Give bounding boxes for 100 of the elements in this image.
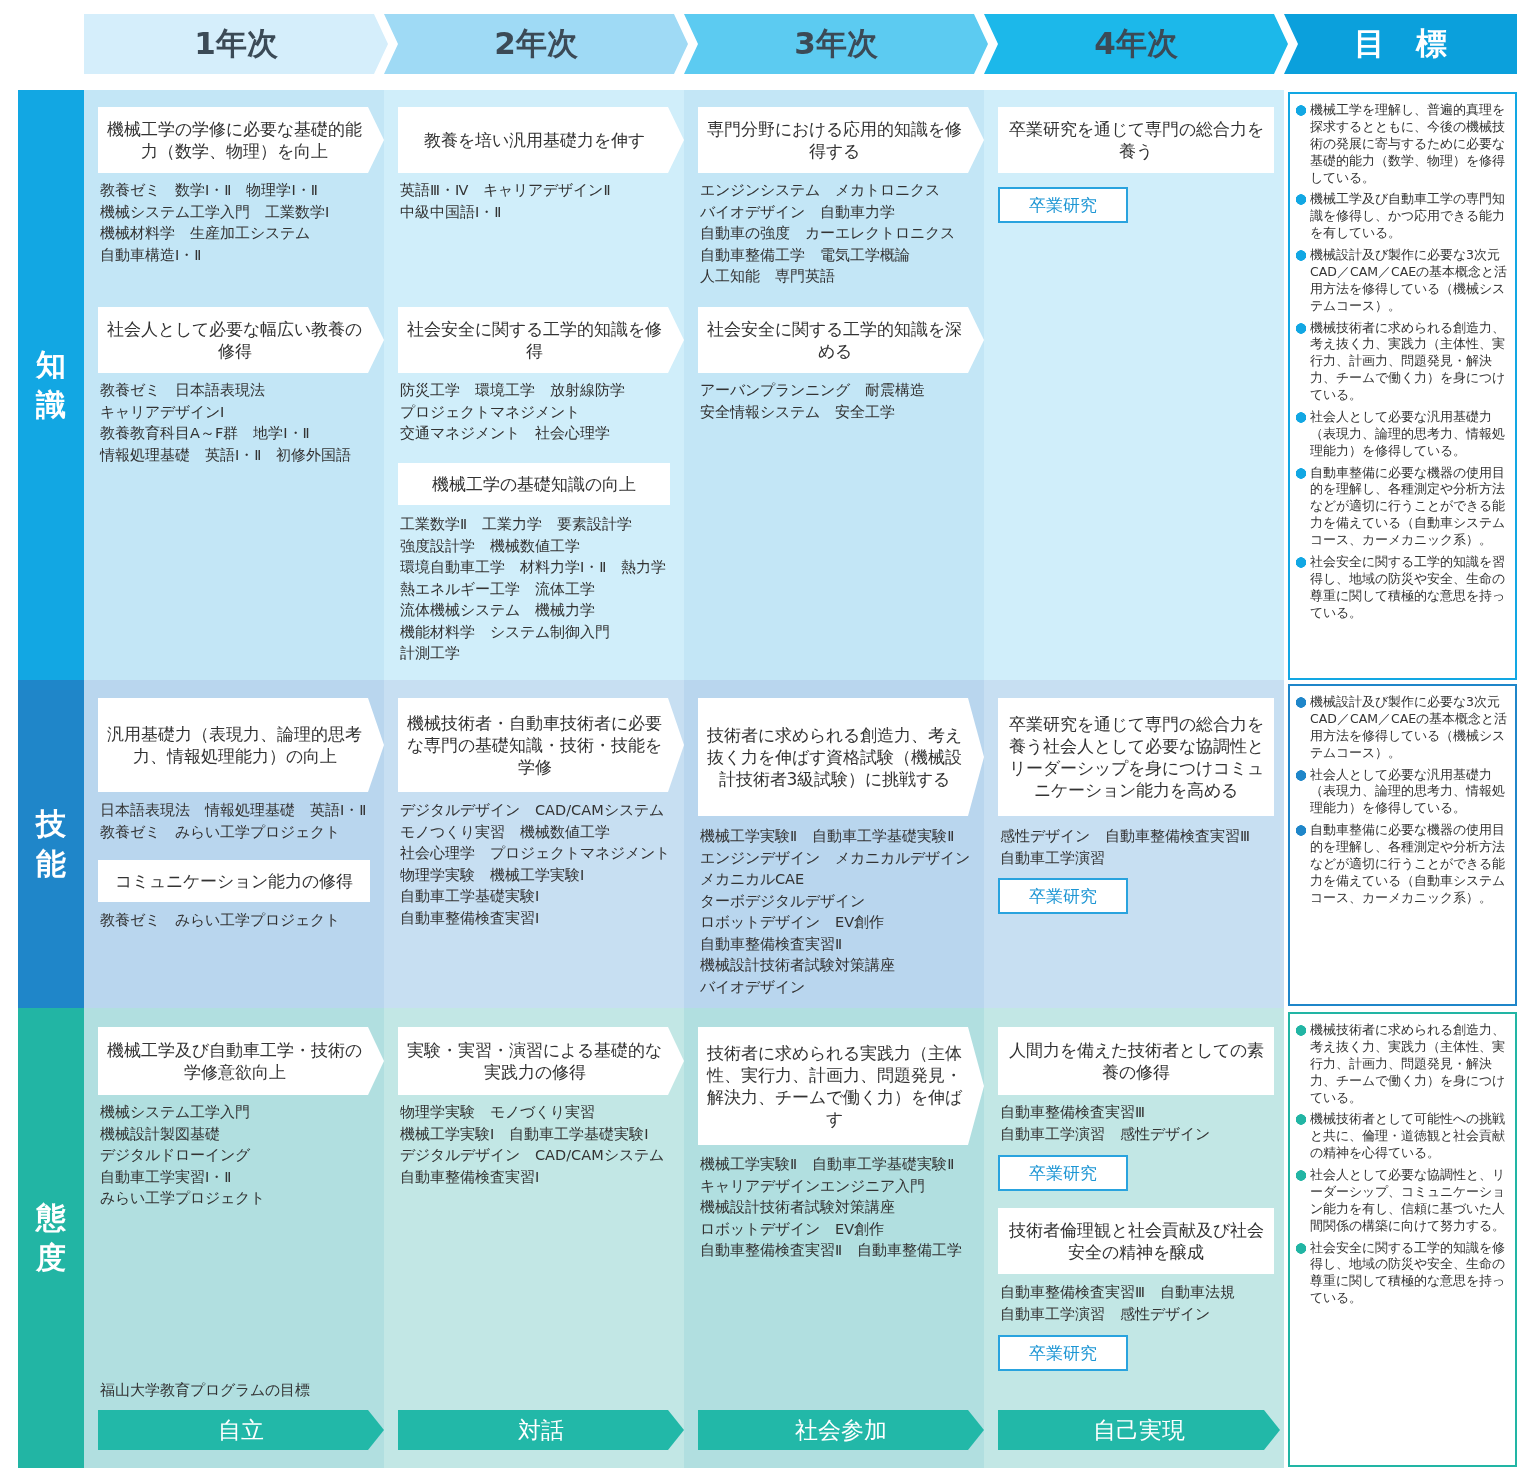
arrow-heading-box: 機械技術者・自動車技術者に必要な専門の基礎知識・技術・技能を学修 <box>398 698 684 792</box>
course-text: 社会心理学 プロジェクトマネジメント <box>400 844 670 863</box>
row-label-text: 態度 <box>34 1198 67 1277</box>
course-text: ロボットデザイン EV創作 <box>700 1219 885 1239</box>
course-text: 機械工学実験Ⅰ 自動車工学基礎実験Ⅰ <box>400 1124 649 1144</box>
goal-panel <box>1288 684 1517 1006</box>
thesis-tag: 卒業研究 <box>998 878 1128 914</box>
arrow-heading-box: 技術者に求められる実践力（主体性、実行力、計画力、問題発見・解決力、チームで働く力）を伸ばす <box>698 1027 984 1145</box>
course-text: 日本語表現法 情報処理基礎 英語Ⅰ・Ⅱ <box>100 801 367 820</box>
arrow-heading-box: 社会人として必要な幅広い教養の修得 <box>98 307 384 373</box>
course-text: 自動車整備検査実習Ⅲ <box>1000 1103 1145 1122</box>
course-text: 人工知能 専門英語 <box>700 267 835 286</box>
course-text: キャリアデザインエンジニア入門 <box>700 1176 925 1196</box>
year-header-band: 4年次 <box>984 14 1288 74</box>
course-text: 感性デザイン 自動車整備検査実習Ⅲ <box>1000 827 1250 846</box>
course-text: 強度設計学 機械数値工学 <box>400 536 580 556</box>
arrow-heading-box: 汎用基礎力（表現力、論理的思考力、情報処理能力）の向上 <box>98 698 384 792</box>
thesis-tag: 卒業研究 <box>998 1155 1128 1191</box>
course-text: みらい工学プロジェクト <box>100 1189 265 1208</box>
course-text: 自動車整備検査実習Ⅲ 自動車法規 <box>1000 1283 1235 1302</box>
goal-header-band: 目 標 <box>1284 14 1517 74</box>
row-label-band <box>18 680 84 1008</box>
goal-banner: 自立 <box>98 1410 384 1450</box>
arrow-heading-box: 社会安全に関する工学的知識を深める <box>698 307 984 373</box>
course-text: 物理学実験 モノづくり実習 <box>400 1103 595 1122</box>
course-text: 機械材料学 生産加工システム <box>100 224 310 243</box>
course-text: エンジンデザイン メカニカルデザイン <box>700 848 970 868</box>
course-text: 機械システム工学入門 工業数学Ⅰ <box>100 202 330 222</box>
course-text: 教養教育科目A～F群 地学Ⅰ・Ⅱ <box>100 424 310 443</box>
course-text: 機械設計製図基礎 <box>100 1124 220 1144</box>
course-text: デジタルデザイン CAD/CAMシステム <box>400 1146 664 1165</box>
arrow-heading-box: 教養を培い汎用基礎力を伸す <box>398 107 684 173</box>
course-text: 教養ゼミ みらい工学プロジェクト <box>100 822 340 842</box>
course-text: バイオデザイン 自動車力学 <box>700 202 895 222</box>
year-header-band: 1年次 <box>84 14 388 74</box>
course-text: 自動車工学基礎実験Ⅰ <box>400 887 540 906</box>
heading-box: 卒業研究を通じて専門の総合力を養う <box>998 107 1274 173</box>
heading-box: 人間力を備えた技術者としての素養の修得 <box>998 1027 1274 1095</box>
year-header-band: 3年次 <box>684 14 988 74</box>
goal-text: 機械設計及び製作に必要な3次元CAD／CAM／CAEの基本概念と活用方法を修得している（機械システムコース）。 <box>1296 694 1509 762</box>
arrow-heading-box: 機械工学及び自動車工学・技術の学修意欲向上 <box>98 1027 384 1095</box>
arrow-heading-box: 社会安全に関する工学的知識を修得 <box>398 307 684 373</box>
row-label-band <box>18 1008 84 1468</box>
thesis-tag: 卒業研究 <box>998 1335 1128 1371</box>
goal-banner: 自己実現 <box>998 1410 1280 1450</box>
course-text: 流体機械システム 機械力学 <box>400 601 595 620</box>
course-text: キャリアデザインⅠ <box>100 402 225 422</box>
course-text: 熱エネルギー工学 流体工学 <box>400 579 595 599</box>
course-text: ロボットデザイン EV創作 <box>700 913 885 932</box>
goal-banner: 対話 <box>398 1410 684 1450</box>
course-text: プロジェクトマネジメント <box>400 402 580 422</box>
course-text: ターボデジタルデザイン <box>700 891 865 911</box>
course-text: 英語Ⅲ・Ⅳ キャリアデザインⅡ <box>400 181 611 200</box>
course-text: 機械設計技術者試験対策講座 <box>700 1198 895 1217</box>
course-text: 自動車構造Ⅰ・Ⅱ <box>100 245 202 265</box>
goal-text: 機械設計及び製作に必要な3次元CAD／CAM／CAEの基本概念と活用方法を修得している（機械システムコース）。 <box>1296 247 1509 315</box>
heading-box: 卒業研究を通じて専門の総合力を養う社会人として必要な協調性とリーダーシップを身につけコミュニケーション能力を高める <box>998 698 1274 816</box>
course-text: 計測工学 <box>400 644 460 663</box>
heading-box: 技術者倫理観と社会貢献及び社会安全の精神を醸成 <box>998 1208 1274 1274</box>
year-header-band: 2年次 <box>384 14 688 74</box>
arrow-heading-box: 技術者に求められる創造力、考え抜く力を伸ばす資格試験（機械設計技術者3級試験）に挑戦する <box>698 698 984 816</box>
course-text: モノつくり実習 機械数値工学 <box>400 822 610 842</box>
course-text: 防災工学 環境工学 放射線防学 <box>400 381 625 400</box>
course-text: 機械工学実験Ⅱ 自動車工学基礎実験Ⅱ <box>700 1155 955 1174</box>
thesis-tag: 卒業研究 <box>998 187 1128 223</box>
course-text: 自動車整備検査実習Ⅰ <box>400 1167 540 1187</box>
course-text: 教養ゼミ みらい工学プロジェクト <box>100 911 340 930</box>
course-text: 機械工学実験Ⅱ 自動車工学基礎実験Ⅱ <box>700 827 955 846</box>
course-text: 物理学実験 機械工学実験Ⅰ <box>400 865 585 885</box>
course-text: 自動車整備検査実習Ⅱ 自動車整備工学 <box>700 1241 963 1260</box>
course-text: 自動車工学演習 <box>1000 848 1105 868</box>
goal-panel <box>1288 92 1517 680</box>
row-label-band <box>18 90 84 680</box>
course-text: 機械設計技術者試験対策講座 <box>700 956 895 975</box>
course-text: 教養ゼミ 数学Ⅰ・Ⅱ 物理学Ⅰ・Ⅱ <box>100 181 318 200</box>
course-text: バイオデザイン <box>700 977 805 997</box>
arrow-heading-box: 実験・実習・演習による基礎的な実践力の修得 <box>398 1027 684 1095</box>
course-text: 交通マネジメント 社会心理学 <box>400 424 610 443</box>
row-label-text: 技能 <box>34 804 67 883</box>
arrow-heading-box: 機械工学の学修に必要な基礎的能力（数学、物理）を向上 <box>98 107 384 173</box>
course-text: 教養ゼミ 日本語表現法 <box>100 381 265 400</box>
course-text: 自動車整備検査実習Ⅱ <box>700 934 843 954</box>
course-text: 機能材料学 システム制御入門 <box>400 622 610 642</box>
course-text: 機械システム工学入門 <box>100 1103 250 1122</box>
course-text: 自動車整備工学 電気工学概論 <box>700 245 910 265</box>
course-text: エンジンシステム メカトロニクス <box>700 181 940 200</box>
course-text: 自動車工学実習Ⅰ・Ⅱ <box>100 1167 232 1187</box>
course-text: 自動車工学演習 感性デザイン <box>1000 1304 1210 1324</box>
program-goal-caption: 福山大学教育プログラムの目標 <box>100 1381 310 1400</box>
course-text: 中級中国語Ⅰ・Ⅱ <box>400 202 502 222</box>
course-text: 自動車の強度 カーエレクトロニクス <box>700 224 955 243</box>
course-text: 環境自動車工学 材料力学Ⅰ・Ⅱ 熱力学 <box>400 558 667 577</box>
course-text: 自動車工学演習 感性デザイン <box>1000 1124 1210 1144</box>
row-label-text: 知識 <box>34 345 67 424</box>
course-text: 安全情報システム 安全工学 <box>700 402 895 422</box>
arrow-heading-box: 専門分野における応用的知識を修得する <box>698 107 984 173</box>
course-text: 自動車整備検査実習Ⅰ <box>400 908 540 928</box>
heading-box: 機械工学の基礎知識の向上 <box>398 463 670 505</box>
goal-banner: 社会参加 <box>698 1410 984 1450</box>
course-text: デジタルドローイング <box>100 1146 250 1165</box>
